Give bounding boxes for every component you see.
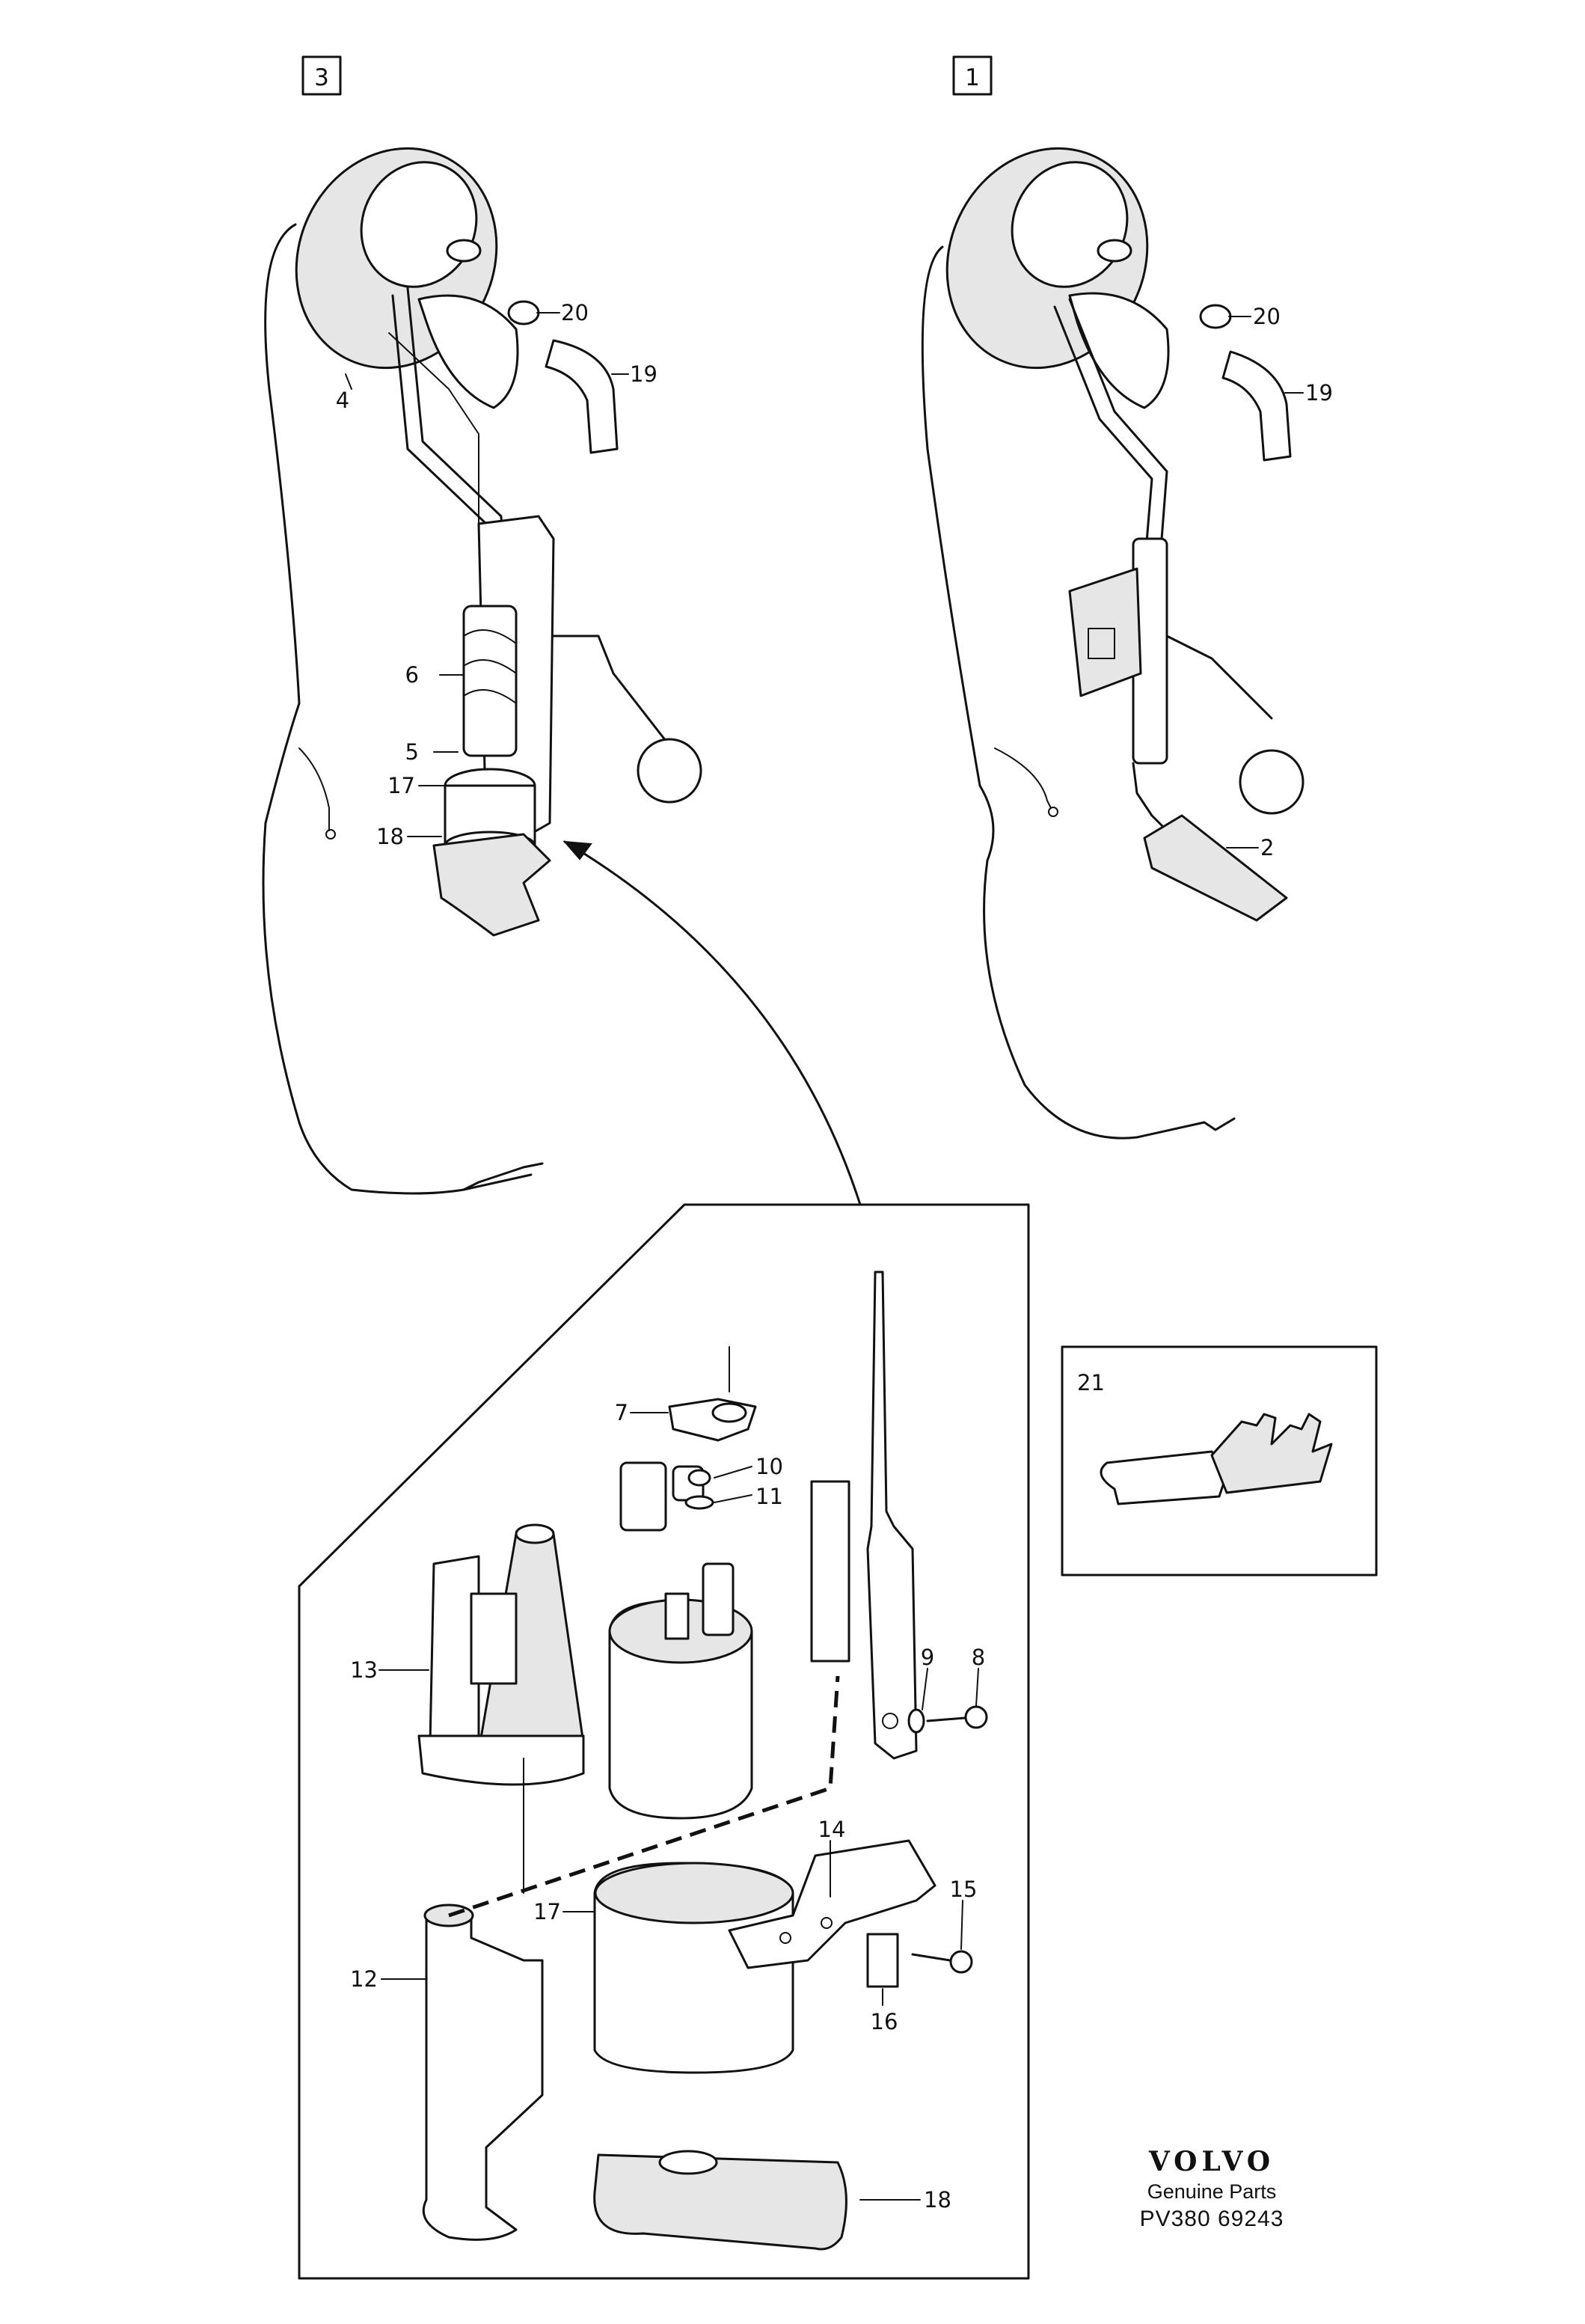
brand-block: VOLVO Genuine Parts PV380 69243 xyxy=(1100,2146,1324,2232)
callout-13: 13 xyxy=(350,1657,378,1683)
callout-11: 11 xyxy=(755,1484,783,1509)
callout-10: 10 xyxy=(755,1454,783,1479)
float xyxy=(637,738,702,804)
callout-20: 20 xyxy=(1253,304,1281,329)
exploded-view: 7 10 11 13 9 8 14 15 17 12 16 18 xyxy=(298,1203,1030,2280)
callout-19: 19 xyxy=(1305,380,1333,406)
callout-12: 12 xyxy=(350,1966,378,1992)
callout-18: 18 xyxy=(924,2187,951,2213)
variant-3-label: 3 xyxy=(314,64,329,91)
hose-clamp xyxy=(507,300,540,325)
variant-1-box xyxy=(952,55,993,96)
support-pipe xyxy=(866,1270,918,1760)
pump-holder-12 xyxy=(422,1914,544,2241)
return-pipe-bend xyxy=(1068,292,1170,409)
variant-1-assembly: 1 20 19 2 xyxy=(921,55,1333,1140)
clamp-7 xyxy=(668,1398,757,1442)
inset-frame xyxy=(1061,1345,1378,1577)
callout-15: 15 xyxy=(950,1877,978,1902)
callout-2: 2 xyxy=(1260,835,1274,860)
terminal xyxy=(1100,1450,1228,1505)
wire-connector xyxy=(619,1461,667,1532)
pipe-sleeve xyxy=(810,1480,850,1663)
float xyxy=(1239,749,1305,815)
callout-4: 4 xyxy=(336,388,349,413)
callout-14: 14 xyxy=(818,1817,846,1842)
variant-3-box xyxy=(301,55,342,96)
wire-harness xyxy=(262,223,533,1195)
washer-9 xyxy=(907,1708,925,1734)
variant-1-label: 1 xyxy=(965,64,980,91)
clip-16 xyxy=(866,1933,899,1988)
callout-21: 21 xyxy=(1077,1370,1105,1395)
screw-8 xyxy=(926,1716,966,1722)
suction-strainer xyxy=(1143,814,1288,922)
callout-18: 18 xyxy=(376,824,404,849)
screw-15 xyxy=(911,1953,951,1962)
callout-5: 5 xyxy=(405,739,419,765)
washer-11 xyxy=(684,1495,714,1510)
callout-9: 9 xyxy=(921,1645,934,1670)
callout-6: 6 xyxy=(405,662,419,688)
detail-pointer xyxy=(563,840,862,1206)
nut-10 xyxy=(687,1469,711,1487)
return-pipe-bend xyxy=(417,294,519,409)
pump-motor xyxy=(462,605,518,757)
callout-19: 19 xyxy=(630,361,657,387)
float-arm xyxy=(1165,634,1273,720)
pump-strainer xyxy=(432,833,551,937)
hose-clamp xyxy=(1199,304,1232,329)
volvo-logo: VOLVO xyxy=(1148,2146,1275,2177)
sender-resistor xyxy=(1068,567,1142,697)
callout-20: 20 xyxy=(561,300,589,325)
float-arm xyxy=(552,634,667,742)
brand-subtitle: Genuine Parts xyxy=(1147,2180,1277,2203)
assembly-guide xyxy=(448,1675,840,1918)
diagram-code: PV380 69243 xyxy=(1139,2207,1284,2231)
callout-16: 16 xyxy=(871,2009,898,2034)
callout-17: 17 xyxy=(533,1899,561,1924)
callout-17: 17 xyxy=(387,773,415,798)
detail-frame xyxy=(298,1203,1030,2280)
callout-7: 7 xyxy=(615,1400,628,1425)
terminal-inset: 21 xyxy=(1061,1345,1378,1577)
hose xyxy=(1221,350,1292,462)
wire-harness xyxy=(921,245,1206,1140)
variant-3-assembly: 3 20 19 xyxy=(262,55,702,1195)
hose xyxy=(545,339,619,454)
suction-strainer xyxy=(593,2153,847,2251)
callout-8: 8 xyxy=(972,1645,985,1670)
